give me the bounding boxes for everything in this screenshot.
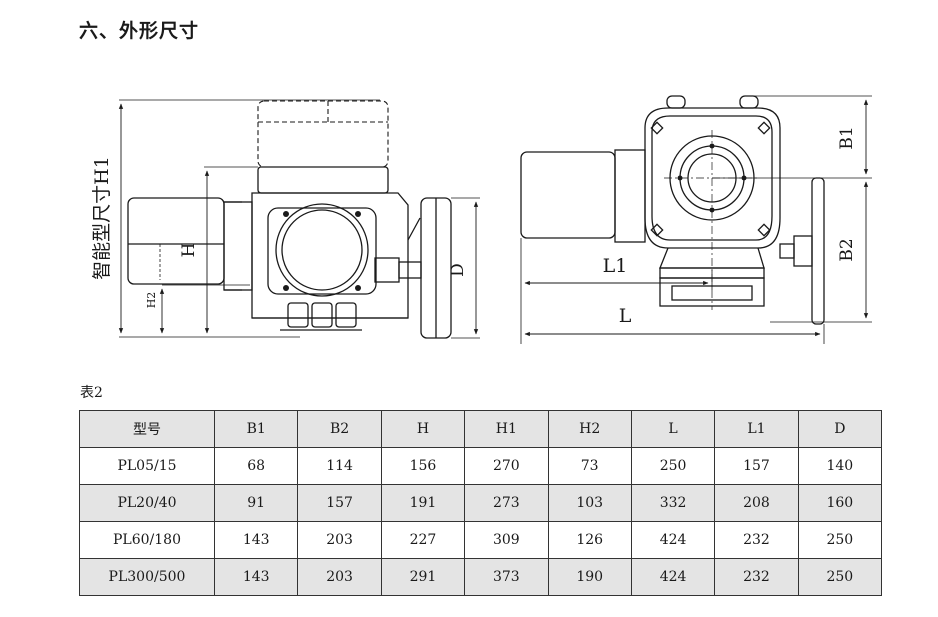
right-view [520,95,872,344]
dimension-drawing: 智能型尺寸H1 H H2 D [91,95,872,344]
h2-label: H2 [145,292,158,309]
table-cell: 309 [464,521,549,559]
table-row: PL05/15 68 114 156 270 73 250 157 140 [79,447,883,485]
table-cell: 157 [297,484,382,522]
table-cell: PL300/500 [79,558,215,596]
table-cell: 103 [547,484,632,522]
header-cell-model: 型号 [79,410,215,448]
table-cell: 143 [213,558,299,596]
table-header-row: 型号 B1 B2 H H1 H2 L L1 D [79,410,883,448]
table-cell: 424 [630,558,716,596]
table-cell: 73 [547,447,632,485]
h-label: H [179,243,199,258]
table-cell: 190 [547,558,632,596]
table-cell: 270 [464,447,549,485]
header-cell-h2: H2 [547,410,632,448]
header-cell-b2: B2 [297,410,382,448]
table-cell: 232 [714,558,799,596]
table-cell: 424 [630,521,716,559]
table-cell: 250 [797,558,883,596]
table-cell: 191 [380,484,466,522]
table-cell: 203 [297,521,382,559]
table-cell: 126 [547,521,632,559]
table-cell: 160 [797,484,883,522]
table-cell: 143 [213,521,299,559]
dimensions-table: 型号 B1 B2 H H1 H2 L L1 D PL05/15 68 114 1… [79,410,883,596]
table-cell: 68 [213,447,299,485]
table-cell: 91 [213,484,299,522]
dimension-drawing-svg: 智能型尺寸H1 H H2 D [91,95,872,344]
l1-label: L1 [603,255,628,277]
table-cell: PL60/180 [79,521,215,559]
table-row: PL300/500 143 203 291 373 190 424 232 25… [79,558,883,596]
table-caption: 表2 [80,385,103,401]
table-cell: 227 [380,521,466,559]
table-cell: 208 [714,484,799,522]
table-row: PL20/40 91 157 191 273 103 332 208 160 [79,484,883,522]
header-cell-d: D [797,410,883,448]
section-heading: 六、外形尺寸 [79,20,200,42]
d-label: D [448,263,468,277]
b2-label: B2 [837,238,857,261]
table-cell: 114 [297,447,382,485]
table-row: PL60/180 143 203 227 309 126 424 232 250 [79,521,883,559]
header-cell-l1: L1 [714,410,799,448]
table-cell: 203 [297,558,382,596]
table-cell: 332 [630,484,716,522]
table-cell: 291 [380,558,466,596]
table-cell: 250 [630,447,716,485]
h1-caption: 智能型尺寸H1 [91,156,113,280]
left-view [118,99,480,339]
header-cell-h: H [380,410,466,448]
table-cell: PL05/15 [79,447,215,485]
table-cell: 273 [464,484,549,522]
table-cell: 140 [797,447,883,485]
table-cell: 157 [714,447,799,485]
header-cell-h1: H1 [464,410,549,448]
table-cell: 156 [380,447,466,485]
table-cell: 232 [714,521,799,559]
table-cell: 373 [464,558,549,596]
l-label: L [619,305,632,327]
table-cell: PL20/40 [79,484,215,522]
b1-label: B1 [837,126,857,149]
header-cell-l: L [630,410,716,448]
header-cell-b1: B1 [213,410,299,448]
table-cell: 250 [797,521,883,559]
